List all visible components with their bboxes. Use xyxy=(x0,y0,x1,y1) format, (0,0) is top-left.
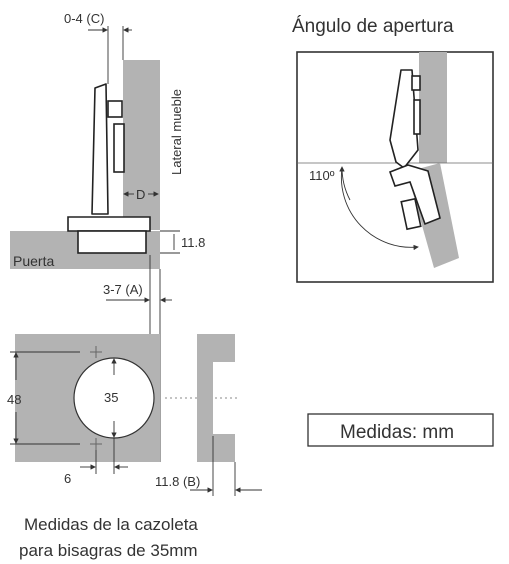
dim-6-label: 6 xyxy=(64,471,71,486)
angle-cup-block xyxy=(400,197,422,231)
angle-panel: 110º xyxy=(296,51,494,283)
cup-plate-view: 48 35 6 xyxy=(7,334,240,486)
lateral-mueble-label: Lateral mueble xyxy=(169,89,184,175)
angle-mount-bottom xyxy=(413,99,421,135)
puerta-label: Puerta xyxy=(13,253,54,269)
units-box xyxy=(307,413,494,447)
hinge-arm xyxy=(91,83,109,215)
hinge-mount-block-bottom xyxy=(113,123,125,173)
dim-cup-depth-label: 11.8 xyxy=(181,235,205,250)
dim-35-label: 35 xyxy=(104,390,118,405)
angle-arc xyxy=(340,167,419,251)
hinge-base xyxy=(67,216,151,232)
cabinet-side-panel xyxy=(123,60,160,230)
side-view: 0-4 (C) Lateral mueble D 11.8 Puerta 3-7… xyxy=(10,11,205,462)
dim-c-label: 0-4 (C) xyxy=(64,11,104,26)
angle-frame xyxy=(296,51,494,283)
dim-b-label: 11.8 (B) xyxy=(155,474,200,489)
angle-value: 110º xyxy=(309,168,335,183)
hinge-cup xyxy=(77,230,147,254)
screw-mark-bottom xyxy=(90,438,102,450)
caption-line-2: para bisagras de 35mm xyxy=(19,541,198,560)
caption-line-1: Medidas de la cazoleta xyxy=(24,515,198,534)
cup-section-view: 11.8 (B) xyxy=(155,334,262,496)
angle-panel-title: Ángulo de apertura xyxy=(292,16,454,37)
screw-mark-top xyxy=(90,346,102,358)
dim-48-label: 48 xyxy=(7,392,21,407)
door-section xyxy=(197,334,235,462)
dim-d-label: D xyxy=(136,187,145,202)
units-text: Medidas: mm xyxy=(340,422,454,443)
angle-cabinet-side xyxy=(419,52,447,163)
angle-mount-top xyxy=(411,75,421,91)
hinge-mount-block-top xyxy=(107,100,123,118)
dim-a-label: 3-7 (A) xyxy=(103,282,143,297)
angle-hinge-cup xyxy=(388,164,441,226)
